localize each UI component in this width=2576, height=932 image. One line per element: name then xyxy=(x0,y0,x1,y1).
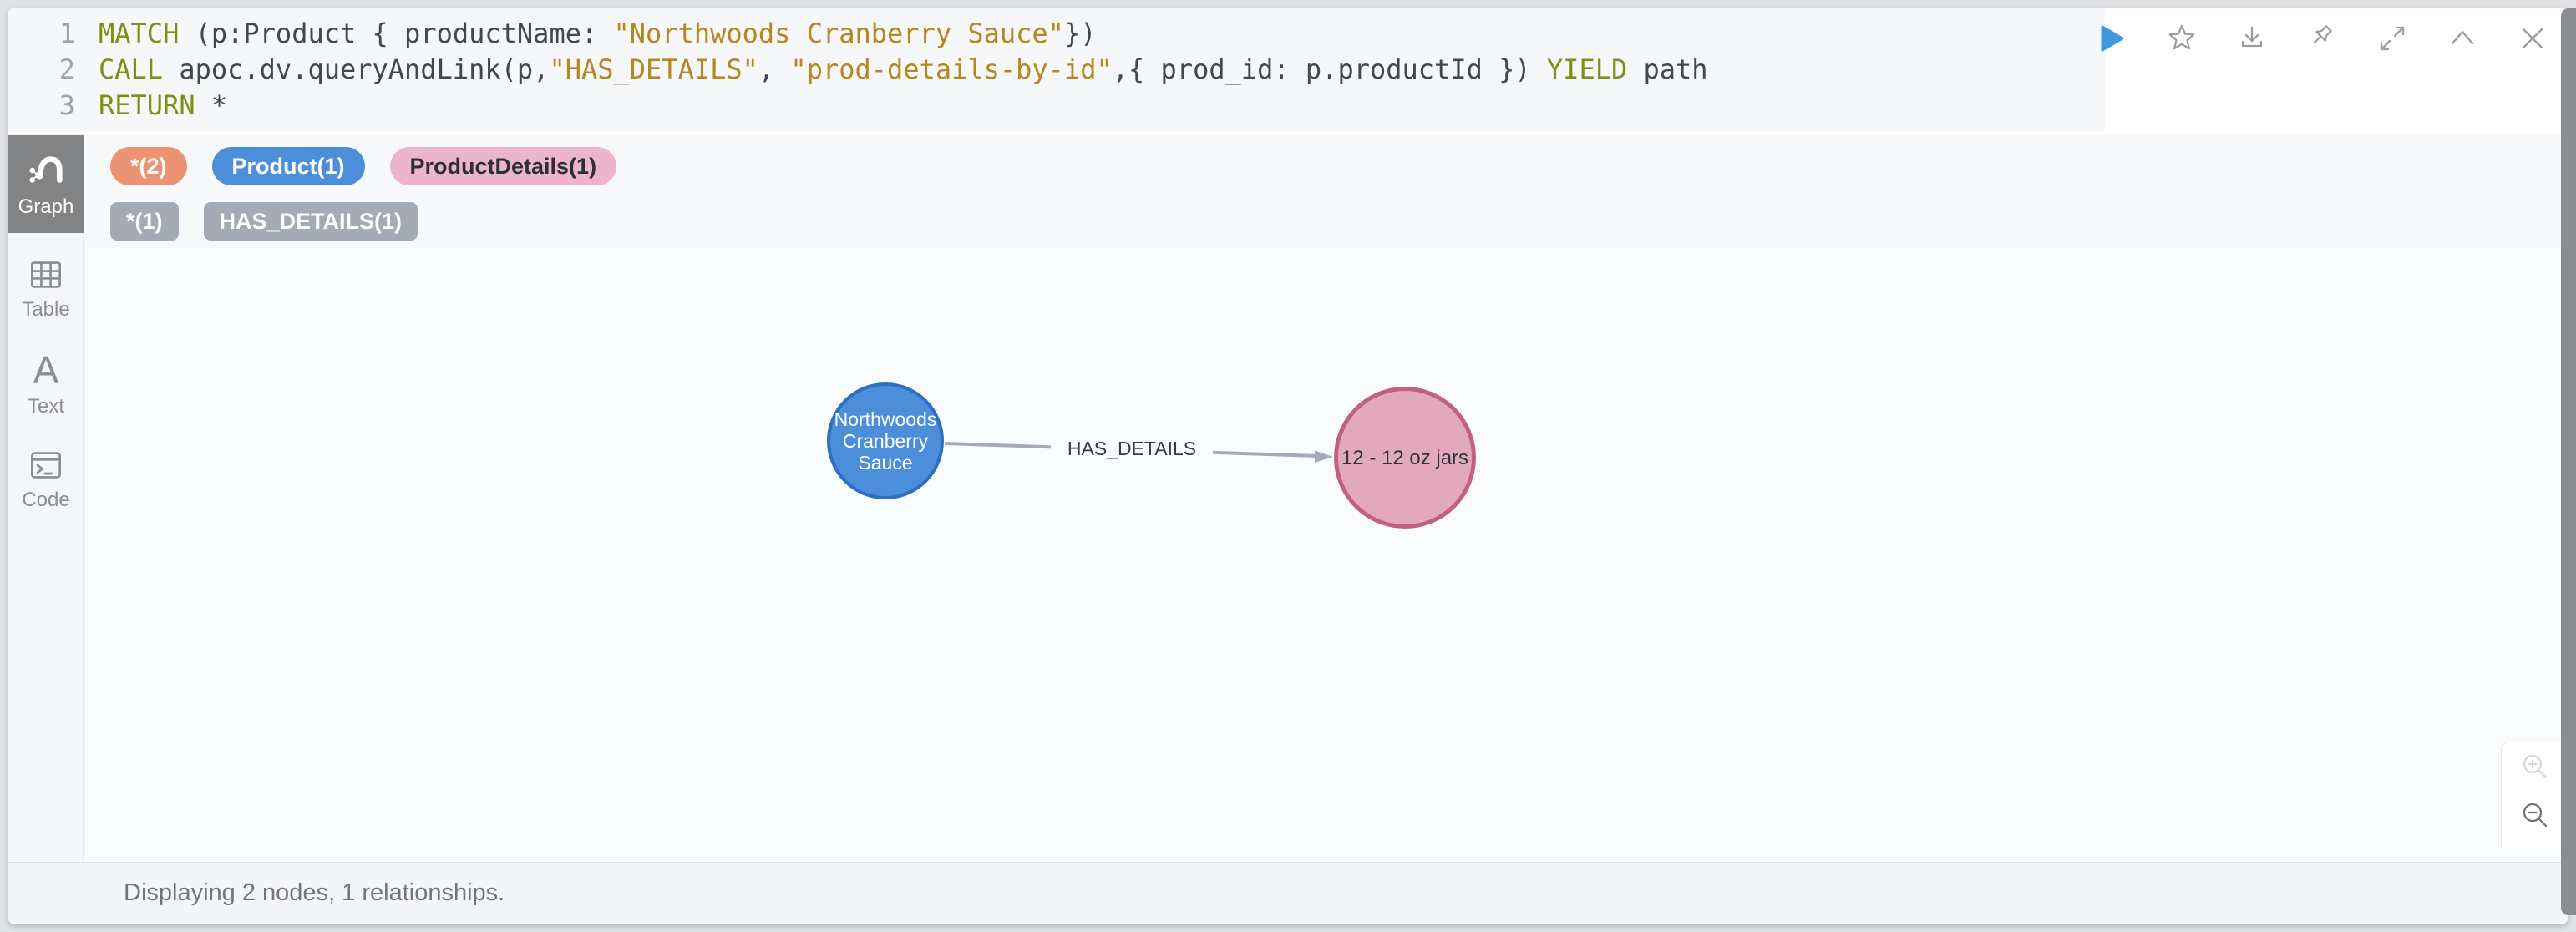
node-filter-chip[interactable]: *(2) xyxy=(110,147,187,185)
tab-graph-label: Graph xyxy=(18,195,74,218)
download-button[interactable] xyxy=(2235,22,2269,55)
close-icon xyxy=(2522,28,2543,49)
line-number: 2 xyxy=(58,53,75,85)
line-number: 1 xyxy=(58,18,75,49)
download-icon xyxy=(2241,26,2263,48)
status-text: Displaying 2 nodes, 1 relationships. xyxy=(124,879,505,906)
code-icon xyxy=(31,452,61,479)
zoom-controls xyxy=(2501,742,2568,848)
stream-scrollbar[interactable] xyxy=(2561,8,2576,915)
tab-graph[interactable]: Graph xyxy=(8,135,84,233)
line-number: 3 xyxy=(58,89,75,121)
favorite-button[interactable] xyxy=(2165,22,2198,55)
tab-code[interactable]: Code xyxy=(8,438,84,522)
play-icon xyxy=(2101,25,2124,52)
text-icon: A xyxy=(33,348,59,392)
magnifier-plus-icon xyxy=(2523,754,2547,779)
rel-filter-chip[interactable]: HAS_DETAILS(1) xyxy=(203,202,418,241)
tab-table-label: Table xyxy=(22,298,70,321)
fullscreen-button[interactable] xyxy=(2376,22,2409,55)
node-filter-row: *(2) Product(1) ProductDetails(1) xyxy=(110,147,617,185)
node-filter-chip[interactable]: Product(1) xyxy=(211,147,365,185)
close-button[interactable] xyxy=(2516,22,2549,55)
zoom-out-button[interactable] xyxy=(2517,798,2553,834)
rel-filter-chip[interactable]: *(1) xyxy=(110,202,179,241)
graph-node-productdetails[interactable]: 12 - 12 oz jars xyxy=(1334,387,1476,529)
tab-text[interactable]: A Text xyxy=(8,343,84,427)
pin-button[interactable] xyxy=(2305,22,2339,55)
graph-canvas[interactable] xyxy=(84,248,2568,862)
chevron-up-icon xyxy=(2451,30,2474,45)
zoom-in-button[interactable] xyxy=(2517,749,2553,786)
magnifier-minus-icon xyxy=(2523,803,2547,828)
rel-filter-row: *(1) HAS_DETAILS(1) xyxy=(110,202,418,241)
collapse-button[interactable] xyxy=(2446,22,2479,55)
expand-icon xyxy=(2380,26,2405,51)
tab-table[interactable]: Table xyxy=(8,248,84,332)
star-icon xyxy=(2168,24,2195,50)
graph-node-product[interactable]: Northwoods Cranberry Sauce xyxy=(827,382,944,499)
node-product-caption: Northwoods Cranberry Sauce xyxy=(834,408,937,474)
node-filter-chip[interactable]: ProductDetails(1) xyxy=(389,147,617,185)
status-bar: Displaying 2 nodes, 1 relationships. xyxy=(8,862,2568,924)
tab-code-label: Code xyxy=(22,489,70,511)
pin-icon xyxy=(2313,25,2332,44)
frame-toolbar xyxy=(2095,22,2549,55)
table-icon xyxy=(31,261,61,288)
run-button[interactable] xyxy=(2095,22,2128,55)
tab-text-label: Text xyxy=(27,395,64,418)
node-productdetails-caption: 12 - 12 oz jars xyxy=(1341,446,1469,469)
graph-icon xyxy=(29,155,63,183)
view-sidebar: Graph Table A Text xyxy=(8,134,84,862)
